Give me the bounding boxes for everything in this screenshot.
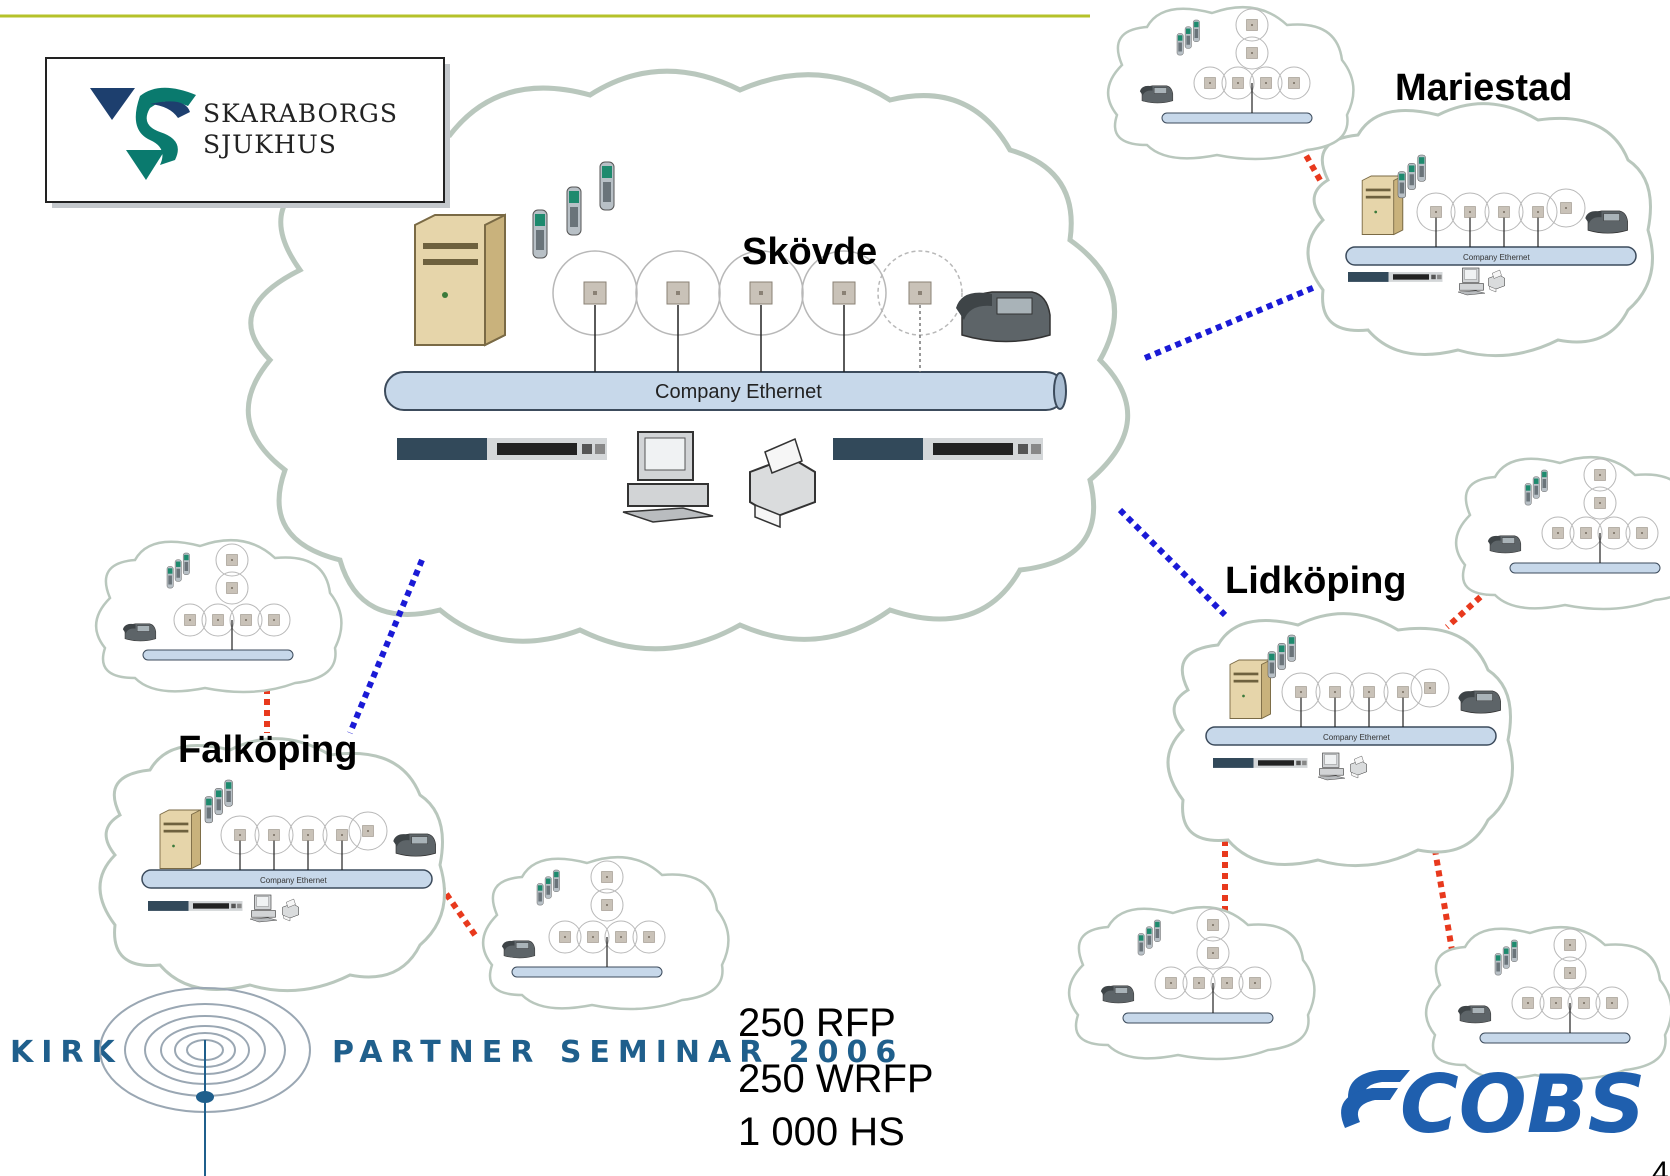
- branch-cloud: [1455, 455, 1670, 611]
- branch-cloud: [482, 855, 730, 1011]
- branch-cloud: [1425, 925, 1670, 1081]
- stat-hs: 1 000 HS: [738, 1110, 905, 1154]
- handset-icon: [566, 186, 582, 236]
- skovde-rfp-group: [552, 250, 963, 372]
- desk-phone-icon: [1457, 690, 1501, 714]
- skovde-backbone: Company Ethernet: [384, 371, 1067, 411]
- cobs-text: COBS: [1400, 1058, 1645, 1151]
- cobs-logo: COBS: [1341, 1058, 1645, 1151]
- site-label-skovde: Skövde: [742, 231, 877, 273]
- desk-phone-icon: [1457, 1005, 1492, 1024]
- desk-phone-icon: [1584, 210, 1628, 234]
- cobs-swirl-icon: [1341, 1070, 1410, 1128]
- desk-phone-icon: [1487, 535, 1522, 554]
- seminar-text: PARTNER SEMINAR 2006: [332, 1035, 904, 1070]
- backbone-label-small: Company Ethernet: [260, 876, 327, 885]
- desk-phone-icon: [1100, 985, 1135, 1004]
- site-label-mariestad: Mariestad: [1395, 67, 1572, 109]
- branch-cloud: [1068, 905, 1316, 1061]
- branch-cloud: [95, 538, 343, 694]
- logo-box: SKARABORGS SJUKHUS: [45, 57, 450, 208]
- page-number: 4: [1652, 1156, 1669, 1176]
- switch-icon: [833, 438, 1043, 460]
- rfp-icon: [666, 281, 690, 305]
- server-icon: [1229, 659, 1271, 719]
- kirk-footer: KIRK PARTNER SEMINAR 2006: [10, 987, 904, 1176]
- wan-links: [347, 284, 1317, 735]
- switch-icon: [1213, 758, 1308, 768]
- rfp-icon: [583, 281, 607, 305]
- server-icon: [159, 809, 201, 869]
- rfp-icon: [908, 281, 932, 305]
- rfp-icon: [832, 281, 856, 305]
- backbone-label: Company Ethernet: [655, 381, 822, 403]
- stat-rfp: 250 RFP: [738, 1001, 896, 1045]
- skaraborgs-logo-icon: [90, 87, 196, 180]
- desk-phone-icon: [955, 291, 1051, 343]
- switch-icon: [148, 901, 243, 911]
- desk-phone-icon: [1139, 85, 1174, 104]
- rfp-icon: [749, 281, 773, 305]
- desk-phone-icon: [501, 940, 536, 959]
- backbone-label-small: Company Ethernet: [1463, 253, 1530, 262]
- handset-icon: [532, 209, 548, 259]
- switch-icon: [397, 438, 607, 460]
- kirk-text: KIRK: [10, 1035, 123, 1070]
- desk-phone-icon: [392, 833, 436, 857]
- site-lidkoping: Company Ethernet: [1166, 612, 1514, 868]
- site-mariestad: Company Ethernet: [1306, 102, 1654, 358]
- desk-phone-icon: [122, 623, 157, 642]
- site-falkoping: Company Ethernet: [98, 737, 446, 993]
- server-icon: [1361, 175, 1404, 235]
- handset-icon: [599, 161, 615, 211]
- kirk-wave-icon: [99, 987, 311, 1176]
- logo-line1: SKARABORGS: [203, 99, 398, 128]
- server-icon: [414, 214, 506, 346]
- site-label-falkoping: Falköping: [178, 729, 357, 771]
- switch-icon: [1348, 272, 1443, 282]
- backbone-label-small: Company Ethernet: [1323, 733, 1390, 742]
- stat-wrfp: 250 WRFP: [738, 1057, 934, 1101]
- branch-cloud: [1107, 5, 1355, 161]
- site-label-lidkoping: Lidköping: [1225, 560, 1407, 602]
- logo-line2: SJUKHUS: [203, 130, 337, 159]
